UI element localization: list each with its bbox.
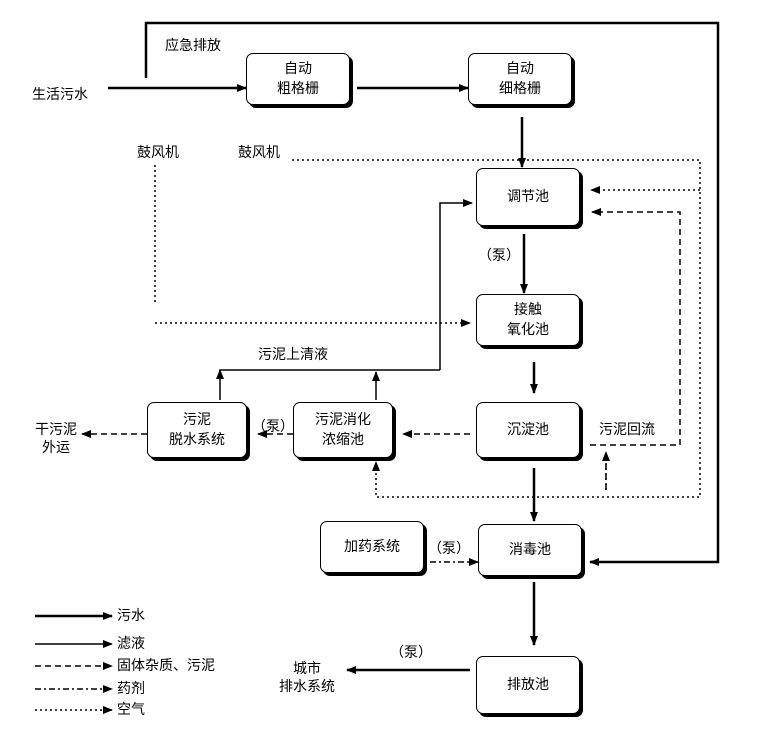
legend-label-air: 空气	[117, 702, 145, 718]
pump-label-equalization: （泵）	[478, 248, 520, 264]
legend-label-filtrate: 滤液	[117, 636, 145, 652]
pump-label-discharge: （泵）	[390, 645, 432, 661]
sludge-supernatant-label: 污泥上清液	[258, 347, 328, 363]
city-drainage-label: 城市 排水系统	[272, 660, 342, 696]
digestion-line-1: 污泥消化	[315, 412, 371, 428]
legend-label-sewage: 污水	[117, 608, 145, 624]
dosing-system-box: 加药系统	[320, 521, 424, 573]
sedimentation-tank-label: 沉淀池	[507, 422, 549, 438]
dewatering-line-2: 脱水系统	[169, 432, 225, 448]
sludge-return-label: 污泥回流	[599, 422, 655, 438]
discharge-tank-label: 排放池	[507, 677, 549, 693]
sludge-digestion-tank-box: 污泥消化 浓缩池	[293, 402, 393, 458]
fine-screen-box: 自动 细格栅	[468, 53, 572, 105]
city-drainage-line-1: 城市	[293, 661, 321, 677]
disinfection-tank-label: 消毒池	[509, 542, 551, 558]
disinfection-tank-box: 消毒池	[478, 524, 582, 576]
emergency-discharge-label: 应急排放	[165, 38, 221, 54]
dewatering-line-1: 污泥	[183, 412, 211, 428]
coarse-screen-line-1: 自动	[284, 61, 312, 77]
discharge-tank-box: 排放池	[476, 656, 580, 714]
blower-right-label: 鼓风机	[238, 145, 280, 161]
legend-label-chemical: 药剂	[117, 681, 145, 697]
emergency-discharge-line	[144, 21, 720, 566]
blower-right-line	[292, 159, 701, 468]
sewage-inlet-label: 生活污水	[32, 87, 88, 103]
oxidation-line-1: 接触	[514, 302, 542, 318]
oxidation-line-2: 氧化池	[507, 322, 549, 338]
legend-lines	[35, 612, 113, 714]
pump-label-sludge: （泵）	[252, 419, 294, 435]
dosing-system-label: 加药系统	[344, 539, 400, 555]
coarse-screen-box: 自动 粗格栅	[246, 53, 350, 105]
dry-sludge-line-1: 干污泥	[35, 422, 77, 438]
coarse-screen-line-2: 粗格栅	[277, 81, 319, 97]
sedimentation-tank-box: 沉淀池	[476, 402, 580, 458]
legend-label-solids: 固体杂质、污泥	[117, 658, 215, 674]
supernatant-return-line	[219, 369, 440, 400]
fine-screen-line-1: 自动	[506, 61, 534, 77]
dry-sludge-line-2: 外运	[42, 440, 70, 456]
supernatant-to-equalization-line	[439, 199, 473, 350]
city-drainage-line-2: 排水系统	[279, 679, 335, 695]
fine-screen-line-2: 细格栅	[499, 81, 541, 97]
pump-label-dosing: （泵）	[428, 541, 470, 557]
sludge-return-line	[590, 208, 681, 446]
digestion-line-2: 浓缩池	[322, 432, 364, 448]
equalization-tank-box: 调节池	[476, 168, 580, 226]
air-bottom-loop	[372, 461, 701, 498]
blower-left-label: 鼓风机	[137, 145, 179, 161]
dry-sludge-label: 干污泥 外运	[28, 421, 84, 457]
contact-oxidation-tank-box: 接触 氧化池	[476, 294, 580, 346]
equalization-tank-label: 调节池	[507, 189, 549, 205]
sludge-dewatering-box: 污泥 脱水系统	[147, 402, 247, 458]
